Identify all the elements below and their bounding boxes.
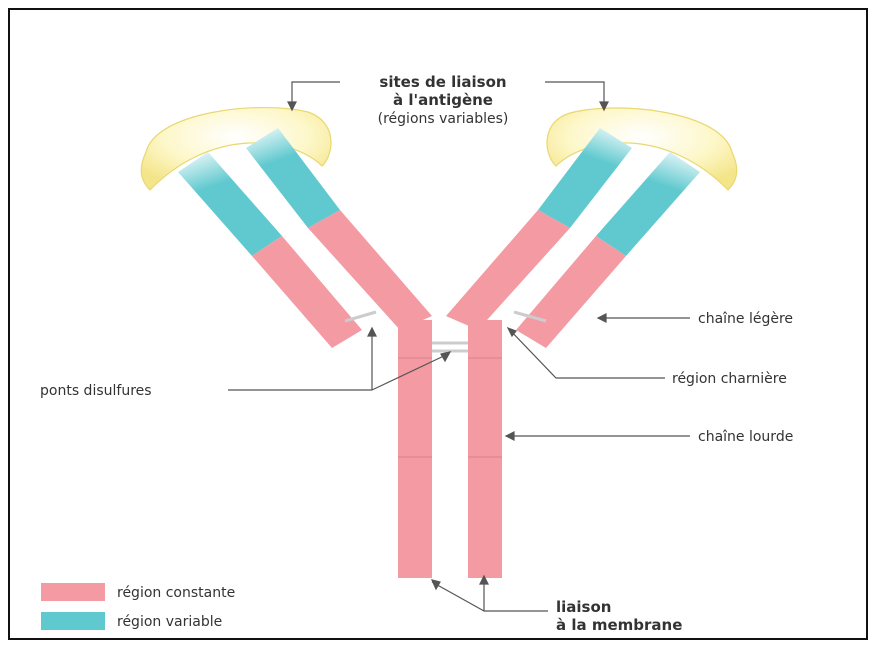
heavy-chain-stems (398, 320, 502, 578)
label-disulfide: ponts disulfures (40, 383, 152, 399)
legend-swatch-constant (41, 583, 105, 601)
legend-label-variable: région variable (117, 614, 222, 630)
legend-label-constant: région constante (117, 585, 235, 601)
label-membrane-line2: à la membrane (556, 616, 682, 634)
label-heavy-chain: chaîne lourde (698, 429, 793, 445)
label-light-chain: chaîne légère (698, 311, 793, 327)
label-hinge: région charnière (672, 371, 787, 387)
title-line2: à l'antigène (393, 91, 493, 109)
legend: région constante région variable (41, 583, 235, 630)
legend-swatch-variable (41, 612, 105, 630)
label-membrane-line1: liaison (556, 598, 611, 616)
title-line1: sites de liaison (379, 73, 506, 91)
title-line3: (régions variables) (378, 111, 509, 127)
